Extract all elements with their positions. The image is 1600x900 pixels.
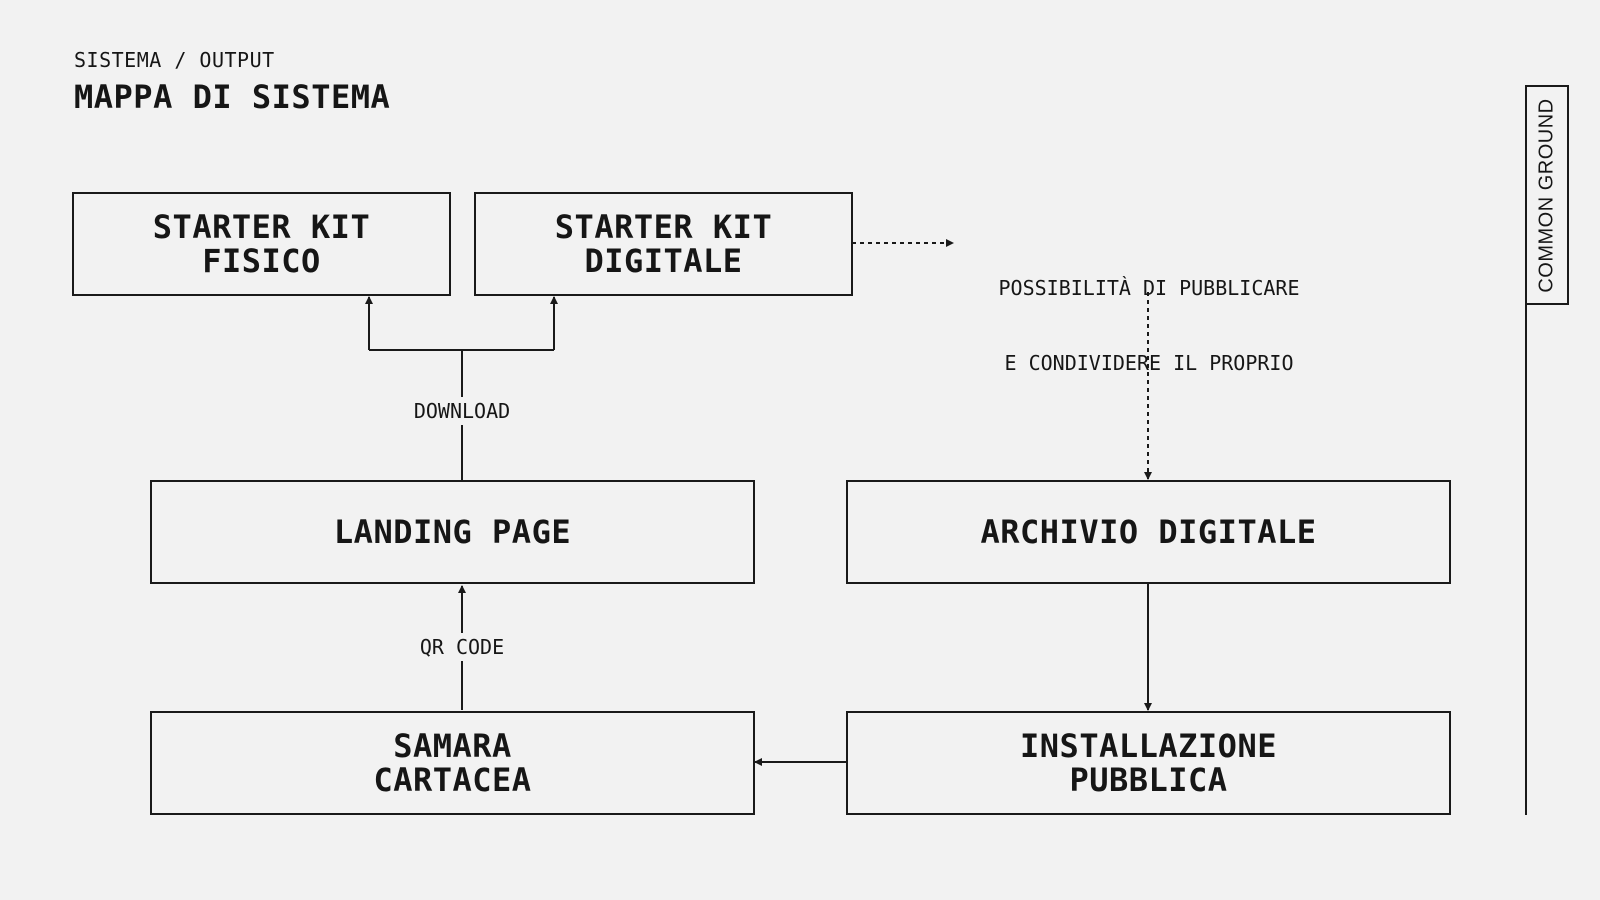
download-label: DOWNLOAD bbox=[404, 397, 520, 425]
node-label-line: SAMARA bbox=[393, 727, 512, 765]
node-label-line: LANDING PAGE bbox=[333, 513, 572, 551]
common-ground-label: COMMON GROUND bbox=[1535, 97, 1558, 293]
page-title: MAPPA DI SISTEMA bbox=[74, 78, 391, 116]
node-label-line: INSTALLAZIONE bbox=[1020, 727, 1277, 765]
common-ground-tab: COMMON GROUND bbox=[1525, 85, 1569, 305]
node-samara-cartacea: SAMARA CARTACEA bbox=[150, 711, 755, 815]
node-installazione-pubblica: INSTALLAZIONE PUBBLICA bbox=[846, 711, 1451, 815]
publish-note: POSSIBILITÀ DI PUBBLICARE E CONDIVIDERE … bbox=[962, 226, 1336, 401]
node-label-line: STARTER KIT bbox=[554, 208, 773, 246]
node-label-line: FISICO bbox=[202, 242, 321, 280]
node-label-line: DIGITALE bbox=[584, 242, 743, 280]
node-label-line: STARTER KIT bbox=[152, 208, 371, 246]
breadcrumb: SISTEMA / OUTPUT bbox=[74, 48, 275, 72]
node-label-line: ARCHIVIO DIGITALE bbox=[980, 513, 1317, 551]
node-starter-kit-digitale: STARTER KIT DIGITALE bbox=[474, 192, 853, 296]
node-landing-page: LANDING PAGE bbox=[150, 480, 755, 584]
node-label-line: PUBBLICA bbox=[1069, 761, 1228, 799]
note-line: E CONDIVIDERE IL PROPRIO bbox=[1004, 351, 1294, 375]
qr-code-label: QR CODE bbox=[407, 633, 517, 661]
node-archivio-digitale: ARCHIVIO DIGITALE bbox=[846, 480, 1451, 584]
node-starter-kit-fisico: STARTER KIT FISICO bbox=[72, 192, 451, 296]
note-line: POSSIBILITÀ DI PUBBLICARE bbox=[998, 276, 1300, 300]
node-label-line: CARTACEA bbox=[373, 761, 532, 799]
